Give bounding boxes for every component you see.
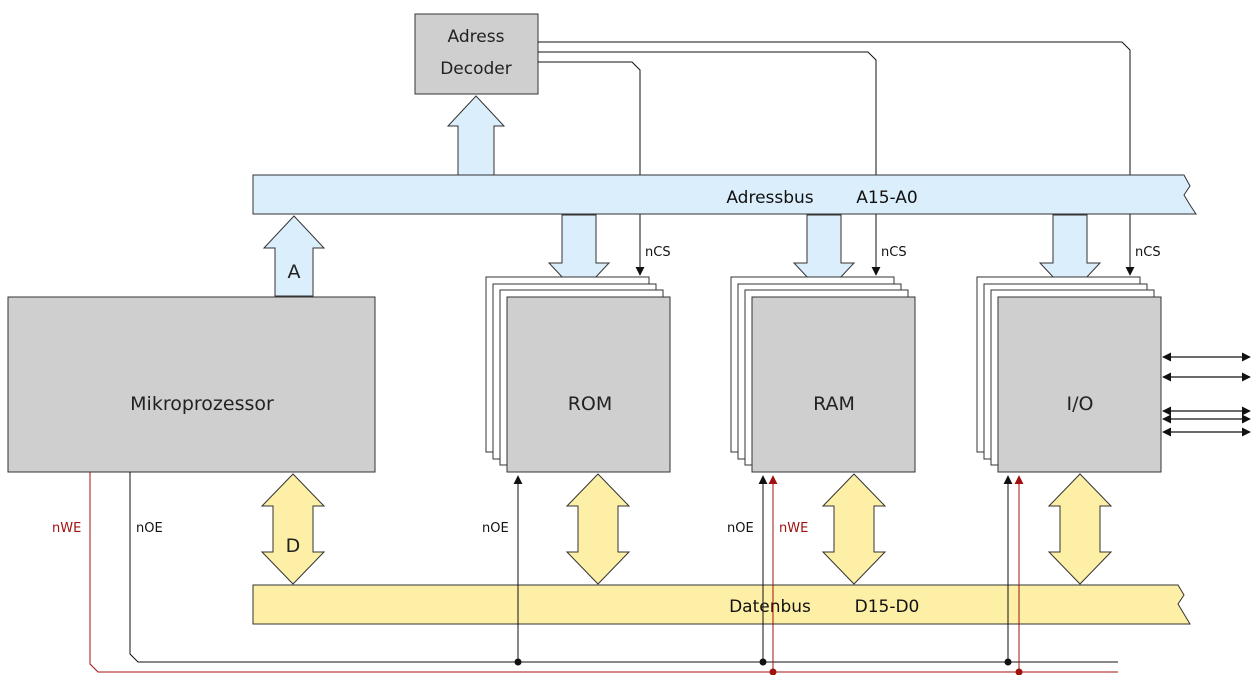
rom-block <box>506 296 671 473</box>
decoder-select-wires <box>538 41 1135 276</box>
ram-block <box>751 296 916 473</box>
rom-noe-label: nOE <box>482 521 509 536</box>
address-decoder-label-line1: Adress <box>448 27 505 47</box>
microprocessor-block <box>7 296 376 473</box>
rom-label: ROM <box>568 393 613 415</box>
decoder-to-ram-select-wire <box>538 51 877 177</box>
junction-dot <box>514 658 522 666</box>
ram-ncs-label: nCS <box>881 245 907 260</box>
decoder-address-arrow <box>446 95 506 177</box>
ram-label: RAM <box>813 393 855 415</box>
io-ncs-label: nCS <box>1135 245 1161 260</box>
decoder-to-io-select-wire <box>538 41 1131 177</box>
ram-data-arrow <box>821 473 887 585</box>
junction-dot <box>769 668 777 675</box>
address-bus <box>252 174 1197 215</box>
rom-data-arrow <box>565 473 631 585</box>
control-lines <box>89 472 1118 673</box>
ram-stack <box>730 276 916 473</box>
io-data-arrow <box>1047 473 1113 585</box>
cpu-address-arrow-label: A <box>288 261 301 283</box>
cpu-data-arrow-label: D <box>286 535 301 557</box>
cpu-nwe-line <box>89 472 1118 673</box>
rom-stack <box>485 276 671 473</box>
io-block <box>997 296 1162 473</box>
junction-dots <box>514 658 1023 675</box>
io-port-arrows <box>1162 352 1251 437</box>
ram-nwe-label: nWE <box>779 521 808 536</box>
microprocessor-label: Mikroprozessor <box>130 393 274 415</box>
cpu-noe-label: nOE <box>136 521 163 536</box>
io-stack <box>976 276 1162 473</box>
data-bus-name: Datenbus <box>729 597 811 617</box>
ram-noe-label: nOE <box>727 521 754 536</box>
junction-dot <box>759 658 767 666</box>
address-bus-name: Adressbus <box>726 188 813 208</box>
junction-dot <box>1004 658 1012 666</box>
cpu-nwe-label: nWE <box>52 521 81 536</box>
cpu-noe-line <box>129 472 1118 663</box>
address-decoder-label-line2: Decoder <box>440 59 512 79</box>
decoder-to-rom-select-wire <box>538 61 641 177</box>
data-bus-range: D15-D0 <box>855 597 920 617</box>
cpu-data-arrow <box>260 473 326 585</box>
cpu-address-arrow <box>262 215 326 297</box>
address-decoder-block <box>414 13 539 95</box>
address-bus-range: A15-A0 <box>856 188 917 208</box>
io-label: I/O <box>1067 393 1094 415</box>
data-bus <box>252 584 1191 625</box>
junction-dot <box>1015 668 1023 675</box>
rom-ncs-label: nCS <box>645 245 671 260</box>
